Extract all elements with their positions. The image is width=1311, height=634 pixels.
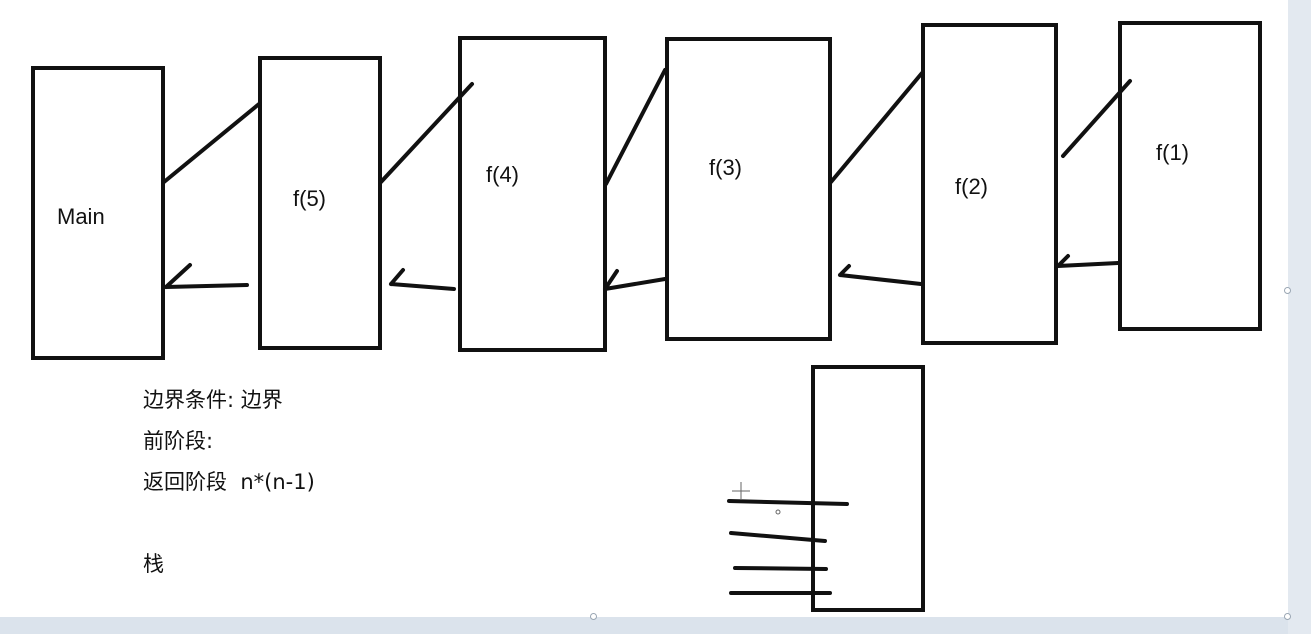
call-line-f5-f4 (379, 82, 474, 184)
frame-box-f4 (458, 36, 607, 352)
frame-box-main (31, 66, 165, 360)
return-arrow-f2-f3 (838, 264, 923, 286)
call-line-f3-f2 (829, 71, 924, 184)
resize-handle-bottom[interactable] (590, 613, 597, 620)
canvas-bottom-edge (0, 617, 1311, 634)
frame-label-f3: f(3) (709, 155, 742, 180)
note-stack: 栈 (143, 552, 164, 576)
stack-layer-3 (733, 566, 828, 571)
frame-label-f4: f(4) (486, 162, 519, 187)
call-line-f2-f1 (1061, 79, 1132, 158)
note-boundary-condition: 边界条件: 边界 (143, 388, 283, 412)
return-arrow-f5-main (164, 263, 249, 289)
call-line-f4-f3 (604, 68, 667, 186)
resize-handle-right[interactable] (1284, 287, 1291, 294)
canvas-right-edge (1288, 0, 1311, 634)
frame-label-f2: f(2) (955, 174, 988, 199)
note-forward-phase: 前阶段: (143, 429, 214, 453)
frame-label-main: Main (57, 204, 105, 229)
drawing-canvas[interactable] (0, 0, 1288, 617)
frame-label-f5: f(5) (293, 186, 326, 211)
return-arrow-f3-f4 (603, 269, 667, 291)
frame-label-f1: f(1) (1156, 140, 1189, 165)
call-line-main-f5 (162, 102, 261, 184)
resize-handle-corner[interactable] (1284, 613, 1291, 620)
return-arrow-f4-f5 (389, 268, 456, 291)
frame-box-f2 (921, 23, 1058, 345)
frame-box-f1 (1118, 21, 1262, 331)
frame-box-f3 (665, 37, 832, 341)
stack-layer-1 (727, 499, 849, 506)
frame-box-f5 (258, 56, 382, 350)
return-arrow-f1-f2 (1056, 254, 1120, 268)
stack-layer-2 (729, 531, 827, 543)
stack-box (811, 365, 925, 612)
crosshair-cursor-icon (732, 482, 781, 515)
note-return-phase: 返回阶段 n*(n-1) (143, 470, 315, 494)
